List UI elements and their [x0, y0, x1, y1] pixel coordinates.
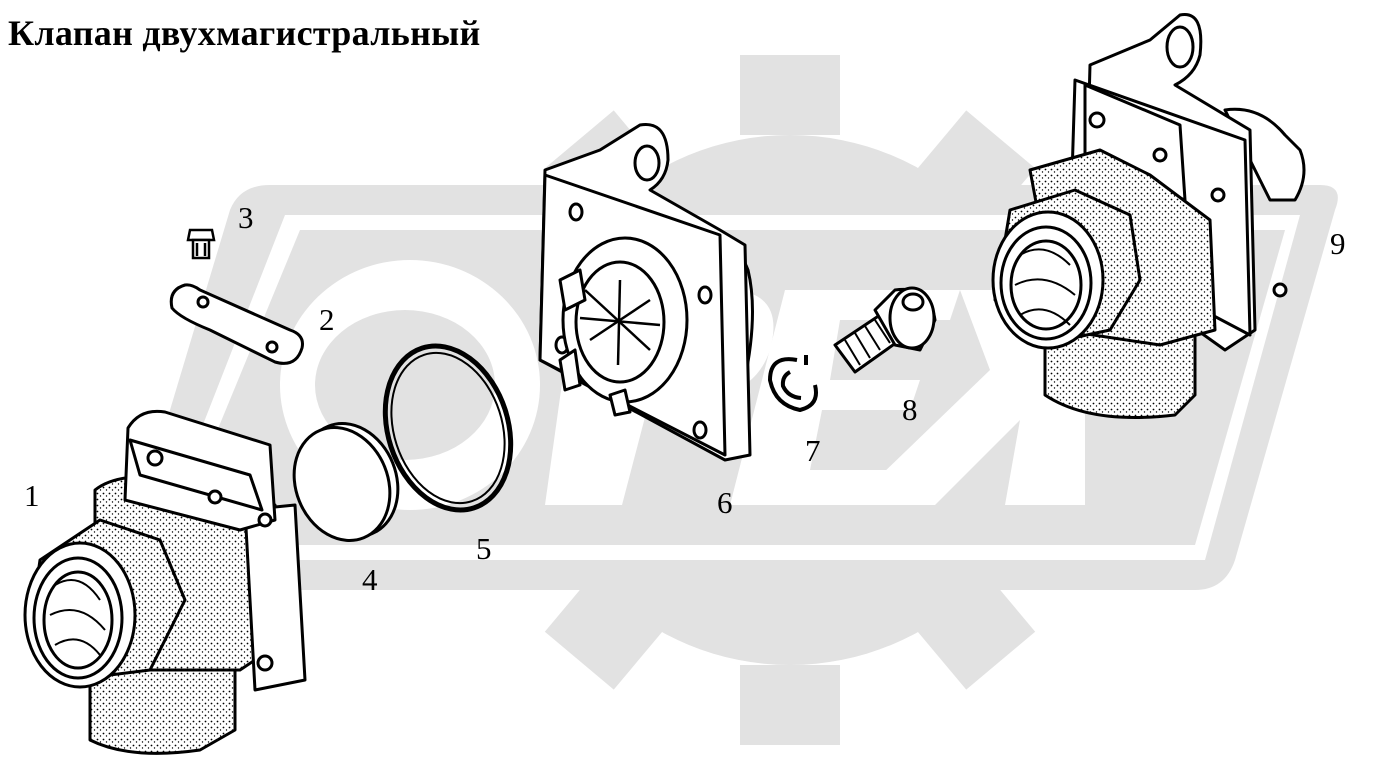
callout-2: 2 — [319, 302, 335, 337]
callout-8: 8 — [902, 392, 918, 427]
callout-5: 5 — [476, 531, 492, 566]
part-1-housing — [23, 409, 307, 755]
callout-6: 6 — [717, 485, 733, 520]
part-8-bolt — [833, 286, 937, 374]
part-2-plate — [169, 283, 304, 365]
page-title: Клапан двухмагистральный — [8, 13, 481, 53]
part-3-screw — [186, 228, 216, 260]
callout-3: 3 — [238, 200, 254, 235]
part-6-valve-body — [538, 122, 754, 462]
callout-1: 1 — [24, 478, 40, 513]
callout-4: 4 — [362, 562, 378, 597]
callout-7: 7 — [805, 433, 821, 468]
part-9-assembled-valve — [991, 13, 1306, 419]
part-5-o-ring — [382, 343, 514, 513]
part-7-retaining-ring — [767, 355, 818, 413]
callout-9: 9 — [1330, 226, 1346, 261]
part-4-disc — [292, 422, 400, 542]
